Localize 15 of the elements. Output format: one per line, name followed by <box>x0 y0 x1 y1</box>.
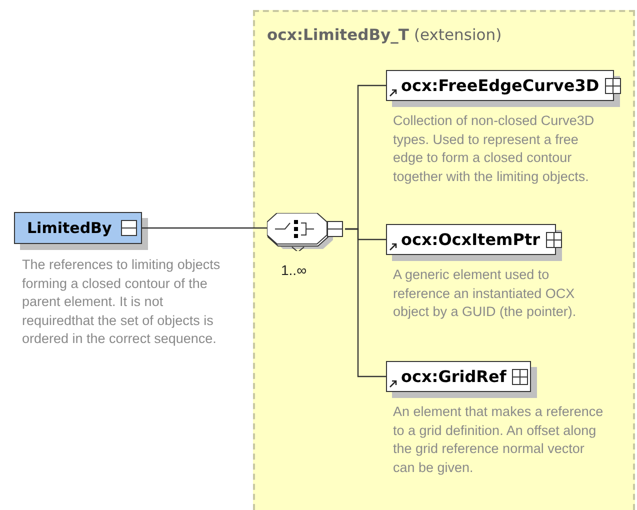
derivation-label: (extension) <box>414 26 502 44</box>
connector-line <box>142 227 267 229</box>
element-name: ocx:OcxItemPtr <box>401 230 540 249</box>
occurrence-label: 1..∞ <box>281 261 308 280</box>
element-name: LimitedBy <box>27 219 113 237</box>
description-text: The references to limiting objects forming a closed contour of the parent element. It is not requiredthat the set of objects is ordered in the correct sequence. <box>22 256 222 348</box>
description-text: An element that makes a reference to a grid definition. An offset along the grid reference normal vector can be given. <box>393 403 604 477</box>
connector-line <box>345 228 386 378</box>
description-text: A generic element used to reference an instantiated OCX object by a GUID (the pointer). <box>393 266 578 321</box>
description-text: Collection of non-closed Curve3D types. Used to represent a free edge to form a closed contour together with the limiting objects. <box>393 112 596 186</box>
type-name: ocx:LimitedBy_T <box>267 26 409 44</box>
extension-panel <box>253 10 635 510</box>
element-name: ocx:FreeEdgeCurve3D <box>401 76 600 95</box>
element-name: ocx:GridRef <box>401 367 506 386</box>
choice-compositor <box>267 213 345 251</box>
